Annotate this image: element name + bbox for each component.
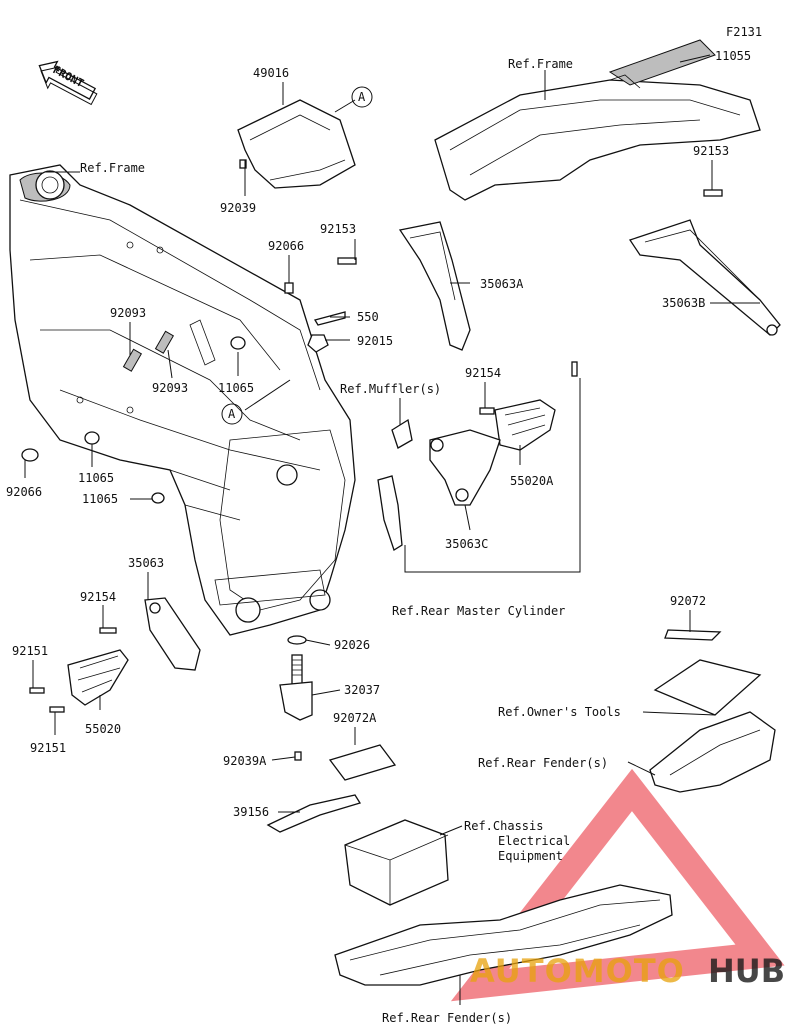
label-35063a: 35063A — [480, 277, 524, 291]
label-92066-b: 92066 — [6, 485, 42, 499]
label-92153-b: 92153 — [693, 144, 729, 158]
washer-92026 — [287, 635, 307, 645]
label-49016: 49016 — [253, 66, 289, 80]
label-ref-owners-tools: Ref.Owner's Tools — [498, 705, 621, 719]
battery — [328, 744, 449, 906]
label-ref-chassis-1: Ref.Chassis — [464, 819, 543, 833]
bracket-35063c — [429, 429, 501, 506]
label-11065-c: 11065 — [82, 492, 118, 506]
ref-a-circle-mid — [221, 403, 243, 425]
label-11065-a: 11065 — [218, 381, 254, 395]
bracket-35063b — [628, 219, 781, 336]
label-ref-muffler: Ref.Muffler(s) — [340, 382, 441, 396]
label-11065-b: 11065 — [78, 471, 114, 485]
label-92093-a: 92093 — [110, 306, 146, 320]
muffler-bracket — [377, 418, 413, 551]
label-ref-rear-fender-a: Ref.Rear Fender(s) — [478, 756, 608, 770]
label-ref-rear-fender-b: Ref.Rear Fender(s) — [382, 1011, 512, 1025]
label-39156: 39156 — [233, 805, 269, 819]
label-35063b: 35063B — [662, 296, 705, 310]
label-55020a: 55020A — [510, 474, 554, 488]
label-92026: 92026 — [334, 638, 370, 652]
diagram-code: F2131 — [726, 25, 762, 39]
label-92039: 92039 — [220, 201, 256, 215]
fasteners — [21, 159, 723, 761]
label-92015: 92015 — [357, 334, 393, 348]
label-11055: 11055 — [715, 49, 751, 63]
watermark-text-hub: HUB — [708, 952, 785, 990]
label-92151-b: 92151 — [30, 741, 66, 755]
label-92154-b: 92154 — [80, 590, 116, 604]
watermark-logo — [450, 768, 785, 1002]
watermark-text-auto: AUTOMOTO — [470, 952, 685, 990]
label-550: 550 — [357, 310, 379, 324]
callout-labels: F2131 11055 Ref.Frame 49016 A 92039 Ref.… — [6, 25, 762, 1025]
front-arrow-icon — [38, 60, 98, 106]
main-frame — [9, 164, 356, 636]
label-circle-a-top: A — [358, 90, 366, 104]
label-92151-a: 92151 — [12, 644, 48, 658]
label-35063: 35063 — [128, 556, 164, 570]
guard-55020a — [494, 399, 556, 451]
label-92066-a: 92066 — [268, 239, 304, 253]
label-55020: 55020 — [85, 722, 121, 736]
label-ref-frame-left: Ref.Frame — [80, 161, 145, 175]
label-ref-chassis-2: Electrical — [498, 834, 570, 848]
label-92072: 92072 — [670, 594, 706, 608]
leader-lines — [24, 54, 760, 1005]
rear-fender-lower — [334, 884, 673, 986]
label-ref-rear-master: Ref.Rear Master Cylinder — [392, 604, 565, 618]
label-92072a: 92072A — [333, 711, 377, 725]
label-32037: 32037 — [344, 683, 380, 697]
label-92093-b: 92093 — [152, 381, 188, 395]
bolt-32037 — [279, 654, 313, 721]
ref-a-circle-top — [351, 86, 373, 108]
cover-49016 — [237, 99, 356, 189]
tool-kit — [653, 629, 762, 716]
rear-fender-upper — [649, 711, 776, 793]
label-35063c: 35063C — [445, 537, 488, 551]
bracket-35063 — [144, 597, 201, 671]
guard-55020 — [67, 649, 129, 706]
label-circle-a-mid: A — [228, 407, 236, 421]
label-ref-frame-top: Ref.Frame — [508, 57, 573, 71]
bracket-39156 — [266, 794, 362, 833]
label-ref-chassis-3: Equipment — [498, 849, 563, 863]
bracket-35063a — [398, 221, 471, 351]
label-92039a: 92039A — [223, 754, 267, 768]
label-92154-a: 92154 — [465, 366, 501, 380]
rear-subframe — [434, 39, 761, 201]
label-92153-a: 92153 — [320, 222, 356, 236]
